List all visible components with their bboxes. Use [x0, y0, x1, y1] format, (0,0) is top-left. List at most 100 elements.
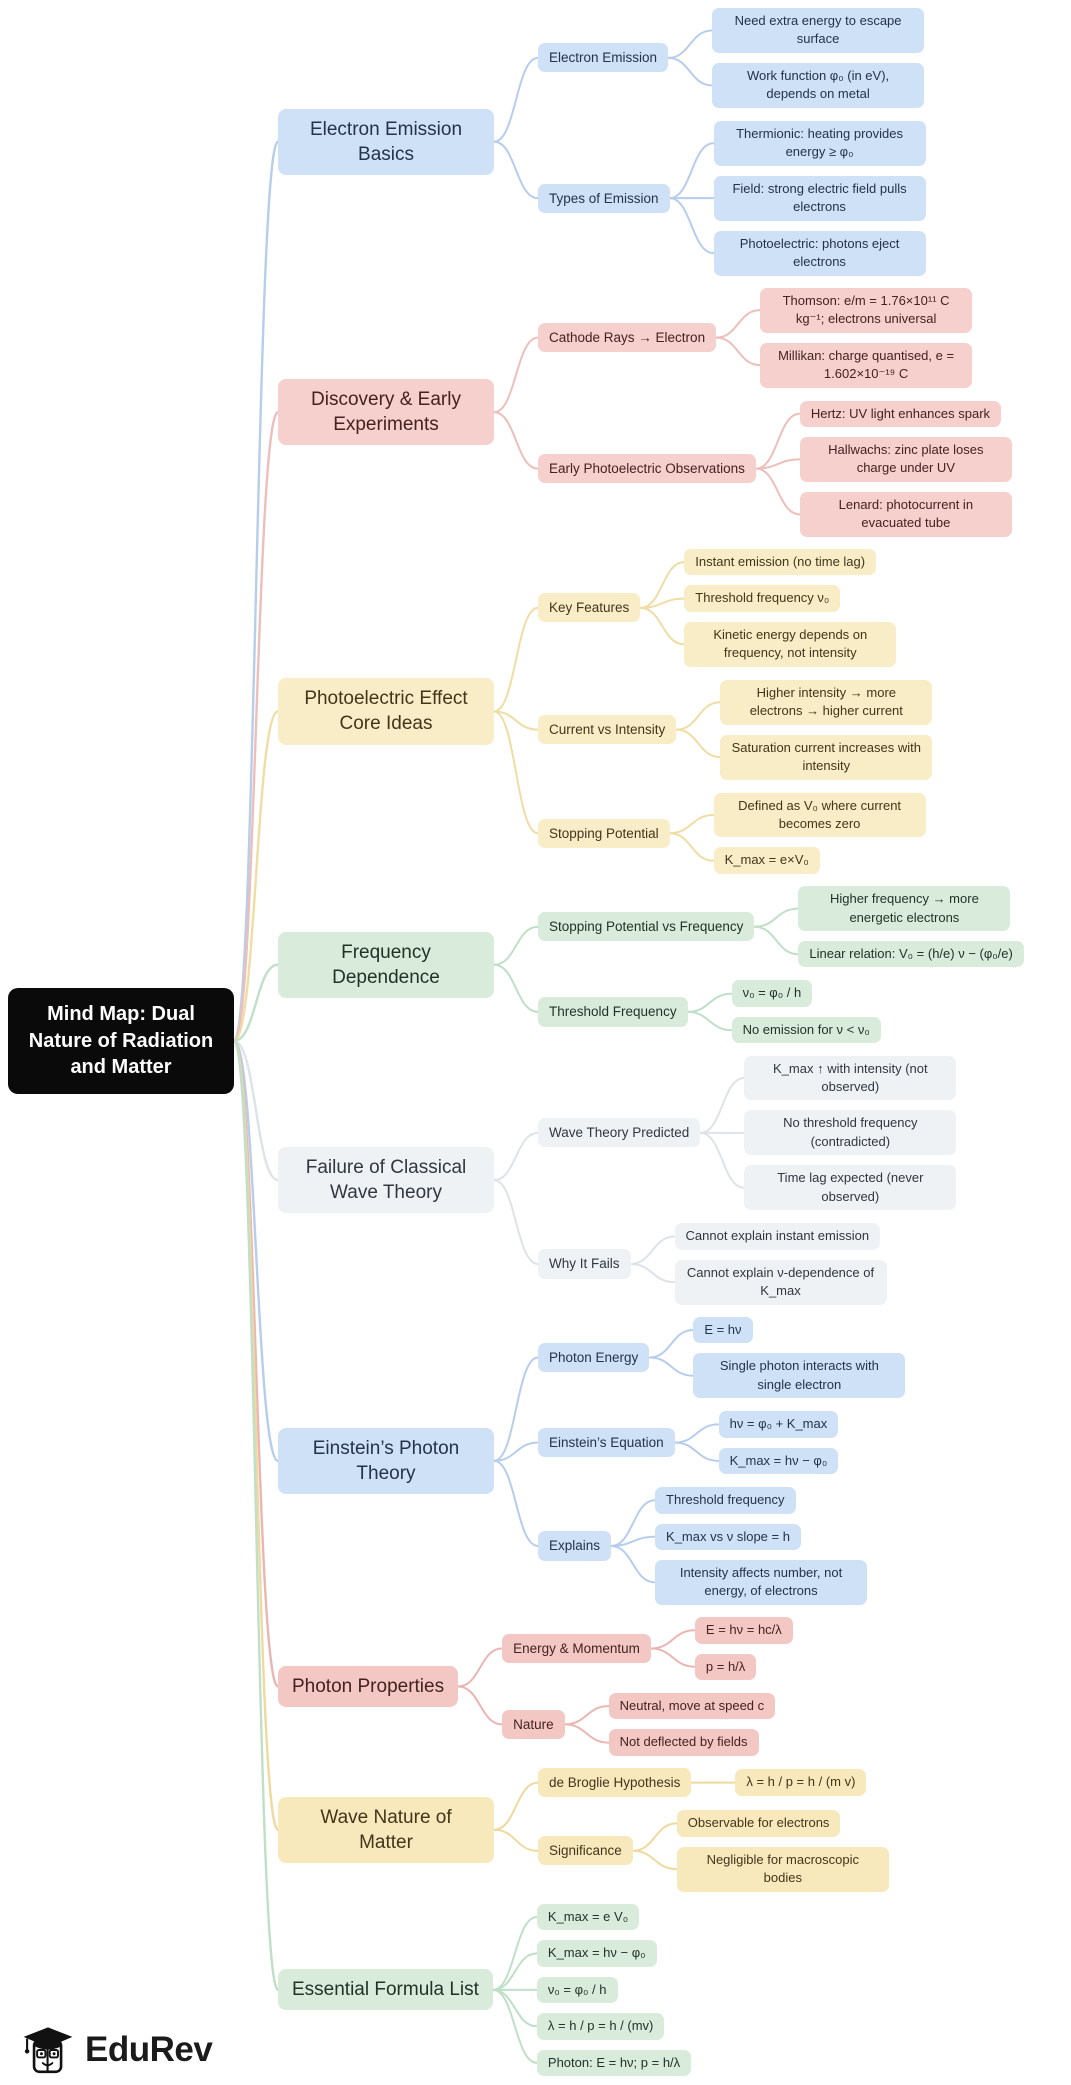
- connector-line: [232, 411, 280, 1043]
- leaf-list: K_max ↑ with intensity (not observed)No …: [744, 1055, 957, 1211]
- leaf-node: Not deflected by fields: [608, 1729, 759, 1756]
- connector-line: [232, 1039, 280, 1688]
- edurev-logo: EduRev: [20, 2023, 213, 2077]
- central-topic-node: Mind Map: Dual Nature of Radiation and M…: [8, 988, 234, 1094]
- leaf-node: E = hν: [693, 1316, 753, 1344]
- leaf-node: Defined as V₀ where current becomes zero: [713, 792, 926, 838]
- leaf-node: K_max = hν − φ₀: [536, 1940, 657, 1967]
- subtopic-node: Significance: [538, 1836, 633, 1866]
- subtopic-node: Cathode Rays → Electron: [538, 323, 717, 353]
- leaf-node: Thermionic: heating provides energy ≥ φ₀: [713, 120, 926, 166]
- branch-group-failure-of-classical-wave-theory: Failure of Classical Wave Theory Wave The…: [278, 1055, 1024, 1305]
- branch-node-photoelectric-effect-core-ideas: Photoelectric Effect Core Ideas: [278, 678, 494, 745]
- branch-group-photoelectric-effect-core-ideas: Photoelectric Effect Core Ideas Key Featu…: [278, 548, 1024, 874]
- leaf-node: Time lag expected (never observed): [744, 1165, 957, 1211]
- leaf-list: Higher intensity → more electrons → high…: [720, 679, 933, 780]
- subtopic-group: Stopping Potential Defined as V₀ where cu…: [538, 792, 932, 874]
- leaf-node: Observable for electrons: [676, 1810, 841, 1837]
- subtopic-node: Stopping Potential: [538, 818, 670, 848]
- branch-group-wave-nature-of-matter: Wave Nature of Matter de Broglie Hypothes…: [278, 1768, 1024, 1892]
- branch-node-electron-emission-basics: Electron Emission Basics: [278, 108, 494, 175]
- leaf-list: Defined as V₀ where current becomes zero…: [713, 792, 926, 874]
- branch-node-essential-formula-list: Essential Formula List: [278, 1969, 493, 2011]
- subtopic-node: Wave Theory Predicted: [538, 1118, 701, 1148]
- leaf-node: Kinetic energy depends on frequency, not…: [684, 621, 897, 667]
- leaf-node: Photoelectric: photons eject electrons: [713, 230, 926, 276]
- branch-children: de Broglie Hypothesis λ = h / p = h / (m …: [538, 1768, 889, 1892]
- leaf-node: Cannot explain instant emission: [674, 1223, 881, 1250]
- leaf-node: Hallwachs: zinc plate loses charge under…: [799, 436, 1012, 482]
- connector-line: [232, 1039, 280, 1463]
- leaf-node: Higher intensity → more electrons → high…: [720, 679, 933, 725]
- edurev-wordmark: EduRev: [85, 2030, 213, 2069]
- branch-node-failure-of-classical-wave-theory: Failure of Classical Wave Theory: [278, 1147, 494, 1214]
- subtopic-node: Einstein’s Equation: [538, 1428, 675, 1458]
- subtopic-node: Photon Energy: [538, 1342, 650, 1373]
- leaf-node: K_max = e×V₀: [713, 847, 820, 874]
- subtopic-group: Early Photoelectric Observations Hertz: U…: [538, 400, 1012, 537]
- leaf-node: K_max = e V₀: [536, 1903, 640, 1931]
- leaf-node: Millikan: charge quantised, e = 1.602×10…: [760, 342, 973, 388]
- leaf-list: λ = h / p = h / (m v): [735, 1769, 867, 1796]
- leaf-list: Thermionic: heating provides energy ≥ φ₀…: [713, 120, 926, 276]
- connector-line: [232, 1039, 280, 1831]
- leaf-node: Hertz: UV light enhances spark: [799, 400, 1002, 427]
- branch-node-einsteins-photon-theory: Einstein’s Photon Theory: [278, 1427, 494, 1494]
- subtopic-node: Threshold Frequency: [538, 997, 688, 1027]
- leaf-node: No emission for ν < ν₀: [731, 1016, 881, 1044]
- branch-node-frequency-dependence: Frequency Dependence: [278, 931, 494, 998]
- leaf-node: λ = h / p = h / (mv): [536, 2013, 665, 2040]
- subtopic-node: Nature: [502, 1709, 565, 1739]
- leaf-node: Field: strong electric field pulls elect…: [713, 175, 926, 221]
- leaf-node: hν = φ₀ + K_max: [718, 1411, 839, 1438]
- subtopic-node: de Broglie Hypothesis: [538, 1768, 692, 1798]
- subtopic-group: de Broglie Hypothesis λ = h / p = h / (m …: [538, 1768, 889, 1798]
- leaf-node: K_max = hν − φ₀: [718, 1447, 839, 1475]
- branch-group-essential-formula-list: Essential Formula List K_max = e V₀ K_max …: [278, 1903, 1024, 2076]
- leaf-node: Cannot explain ν-dependence of K_max: [674, 1259, 887, 1305]
- connector-line: [232, 1039, 280, 1992]
- leaf-node: Negligible for macroscopic bodies: [676, 1846, 889, 1892]
- leaf-list: Higher frequency → more energetic electr…: [798, 886, 1024, 968]
- leaf-node: Higher frequency → more energetic electr…: [798, 886, 1011, 932]
- leaf-node: Photon: E = hν; p = h/λ: [536, 2049, 692, 2076]
- leaf-node: Work function φ₀ (in eV), depends on met…: [712, 62, 925, 108]
- leaf-node: No threshold frequency (contradicted): [744, 1110, 957, 1156]
- leaf-node: Intensity affects number, not energy, of…: [655, 1559, 868, 1605]
- leaf-node: Instant emission (no time lag): [684, 548, 877, 576]
- branch-node-photon-properties: Photon Properties: [278, 1665, 459, 1707]
- subtopic-group: Wave Theory Predicted K_max ↑ with intens…: [538, 1055, 957, 1211]
- subtopic-node: Early Photoelectric Observations: [538, 454, 756, 484]
- branch-node-discovery-early-experiments: Discovery & Early Experiments: [278, 379, 494, 446]
- branch-node-wave-nature-of-matter: Wave Nature of Matter: [278, 1796, 494, 1863]
- leaf-node: Saturation current increases with intens…: [720, 734, 933, 780]
